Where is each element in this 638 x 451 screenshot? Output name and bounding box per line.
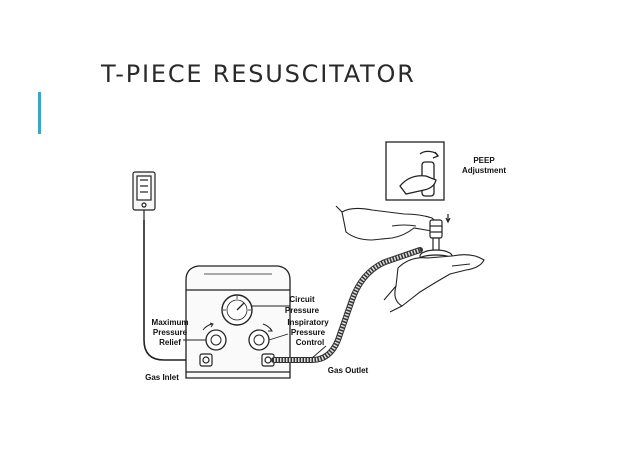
inspiratory-label-1: Inspiratory bbox=[287, 318, 329, 327]
circuit-pressure-gauge bbox=[221, 294, 253, 326]
accent-bar bbox=[38, 92, 41, 134]
lower-hand bbox=[383, 254, 485, 313]
max-pressure-label-3: Relief bbox=[159, 338, 181, 347]
gas-inlet-label: Gas Inlet bbox=[145, 373, 179, 382]
inspiratory-pressure-knob bbox=[248, 323, 273, 351]
peep-inset bbox=[385, 141, 445, 201]
corrugated-tubing bbox=[271, 247, 423, 363]
peep-label-1: PEEP bbox=[473, 156, 495, 165]
gas-outlet-label: Gas Outlet bbox=[328, 366, 369, 375]
peep-label-2: Adjustment bbox=[462, 166, 506, 175]
inspiratory-label-2: Pressure bbox=[291, 328, 326, 337]
circuit-pressure-label-2: Pressure bbox=[285, 306, 320, 315]
inspiratory-label-3: Control bbox=[296, 338, 324, 347]
pointer-lines bbox=[183, 305, 327, 359]
circuit-pressure-label-1: Circuit bbox=[289, 295, 315, 304]
upper-hand bbox=[335, 205, 441, 241]
max-pressure-label-1: Maximum bbox=[152, 318, 189, 327]
flowmeter bbox=[132, 171, 198, 361]
gas-inlet-port bbox=[199, 353, 213, 367]
max-pressure-label-2: Pressure bbox=[153, 328, 188, 337]
slide-title: T-PIECE RESUSCITATOR bbox=[101, 60, 416, 88]
